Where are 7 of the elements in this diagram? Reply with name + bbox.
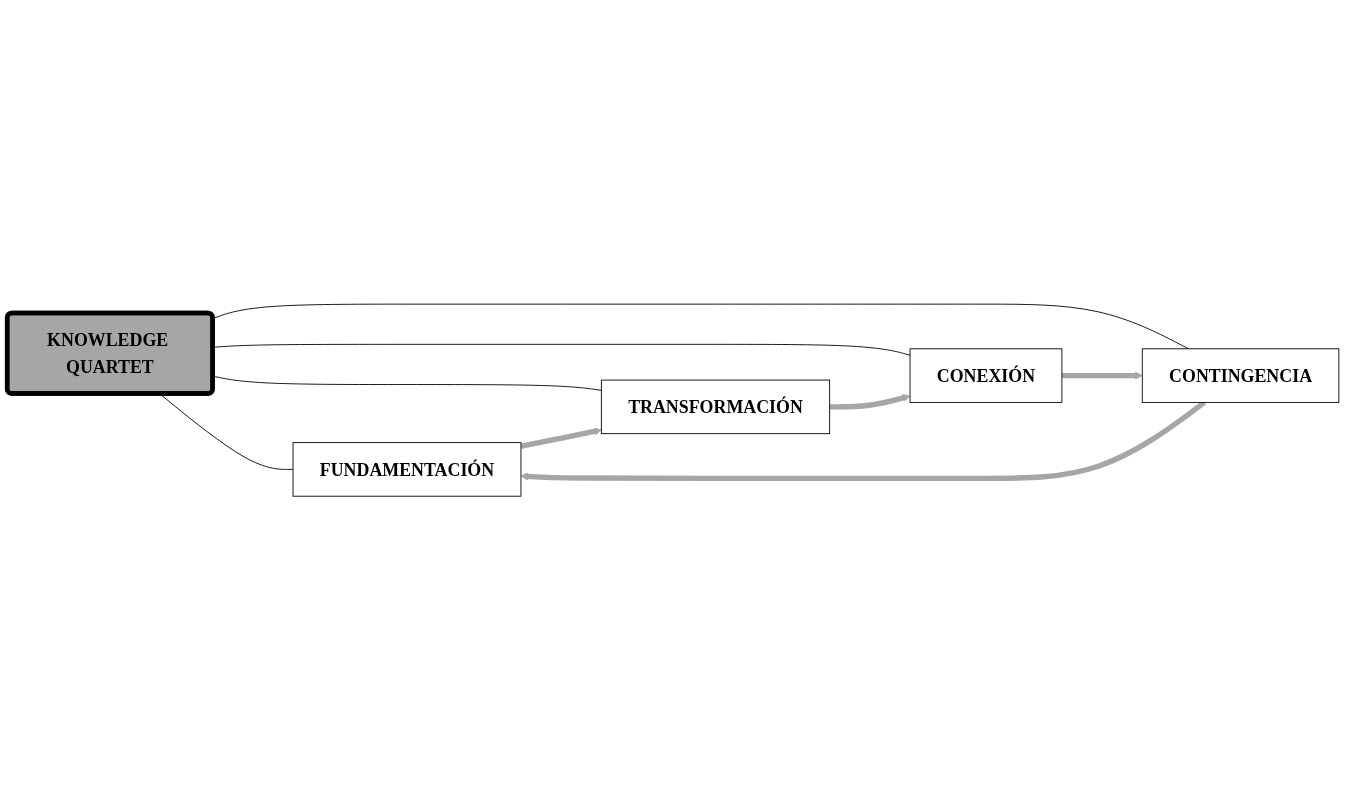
node-box: FUNDAMENTACIÓN [292,442,522,497]
arrow [1061,372,1143,380]
arrow [829,394,911,410]
node-box: CONTINGENCIA [1141,348,1340,404]
node-box: CONEXIÓN [909,348,1063,404]
arrow [520,427,602,450]
node-box: TRANSFORMACIÓN [600,379,831,435]
